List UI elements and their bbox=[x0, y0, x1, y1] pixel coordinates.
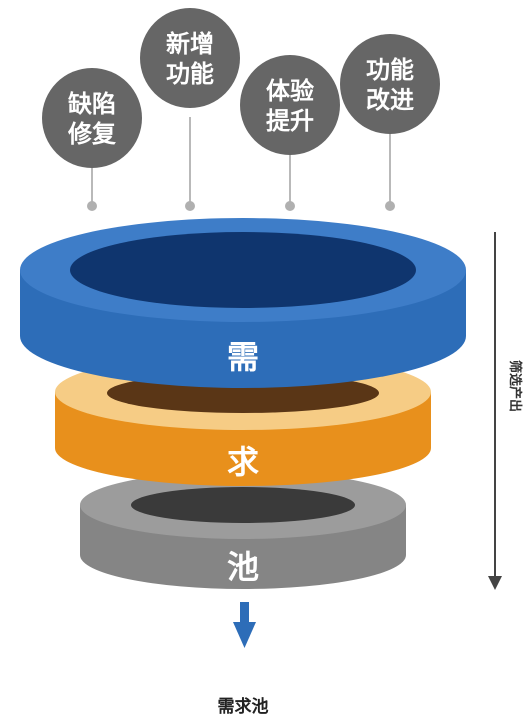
bubble-feature-improve-line2: 改进 bbox=[366, 86, 414, 114]
connector-dot bbox=[87, 201, 97, 211]
bubble-experience-line1: 体验 bbox=[266, 77, 314, 105]
bubble-bug-fix-line1: 缺陷 bbox=[68, 90, 116, 118]
bubble-bug-fix-line2: 修复 bbox=[67, 120, 117, 148]
bubble-experience: 体验 提升 bbox=[240, 55, 340, 155]
bubble-connectors bbox=[91, 117, 391, 205]
bubble-feature-improve-line1: 功能 bbox=[366, 56, 414, 84]
connector-dot bbox=[285, 201, 295, 211]
connector-dot bbox=[185, 201, 195, 211]
connector-dot bbox=[385, 201, 395, 211]
pool-layer-gray: 池 bbox=[80, 471, 406, 589]
bubble-new-feature-line1: 新增 bbox=[166, 30, 214, 58]
bubble-new-feature-line2: 功能 bbox=[166, 60, 214, 88]
pool-layer-blue: 需 bbox=[20, 218, 466, 388]
bubble-new-feature: 新增 功能 bbox=[140, 8, 240, 108]
bubble-feature-improve: 功能 改进 bbox=[340, 34, 440, 134]
layer-label-xu: 需 bbox=[227, 338, 259, 376]
side-label: 筛选产出 bbox=[507, 360, 523, 412]
layer-label-chi: 池 bbox=[227, 548, 259, 586]
bubble-bug-fix: 缺陷 修复 bbox=[42, 68, 142, 168]
output-arrow bbox=[233, 602, 256, 648]
caption: 需求池 bbox=[218, 696, 269, 717]
layer-label-qiu: 求 bbox=[227, 443, 259, 481]
bubble-experience-line2: 提升 bbox=[266, 107, 314, 135]
side-arrow bbox=[488, 232, 502, 590]
